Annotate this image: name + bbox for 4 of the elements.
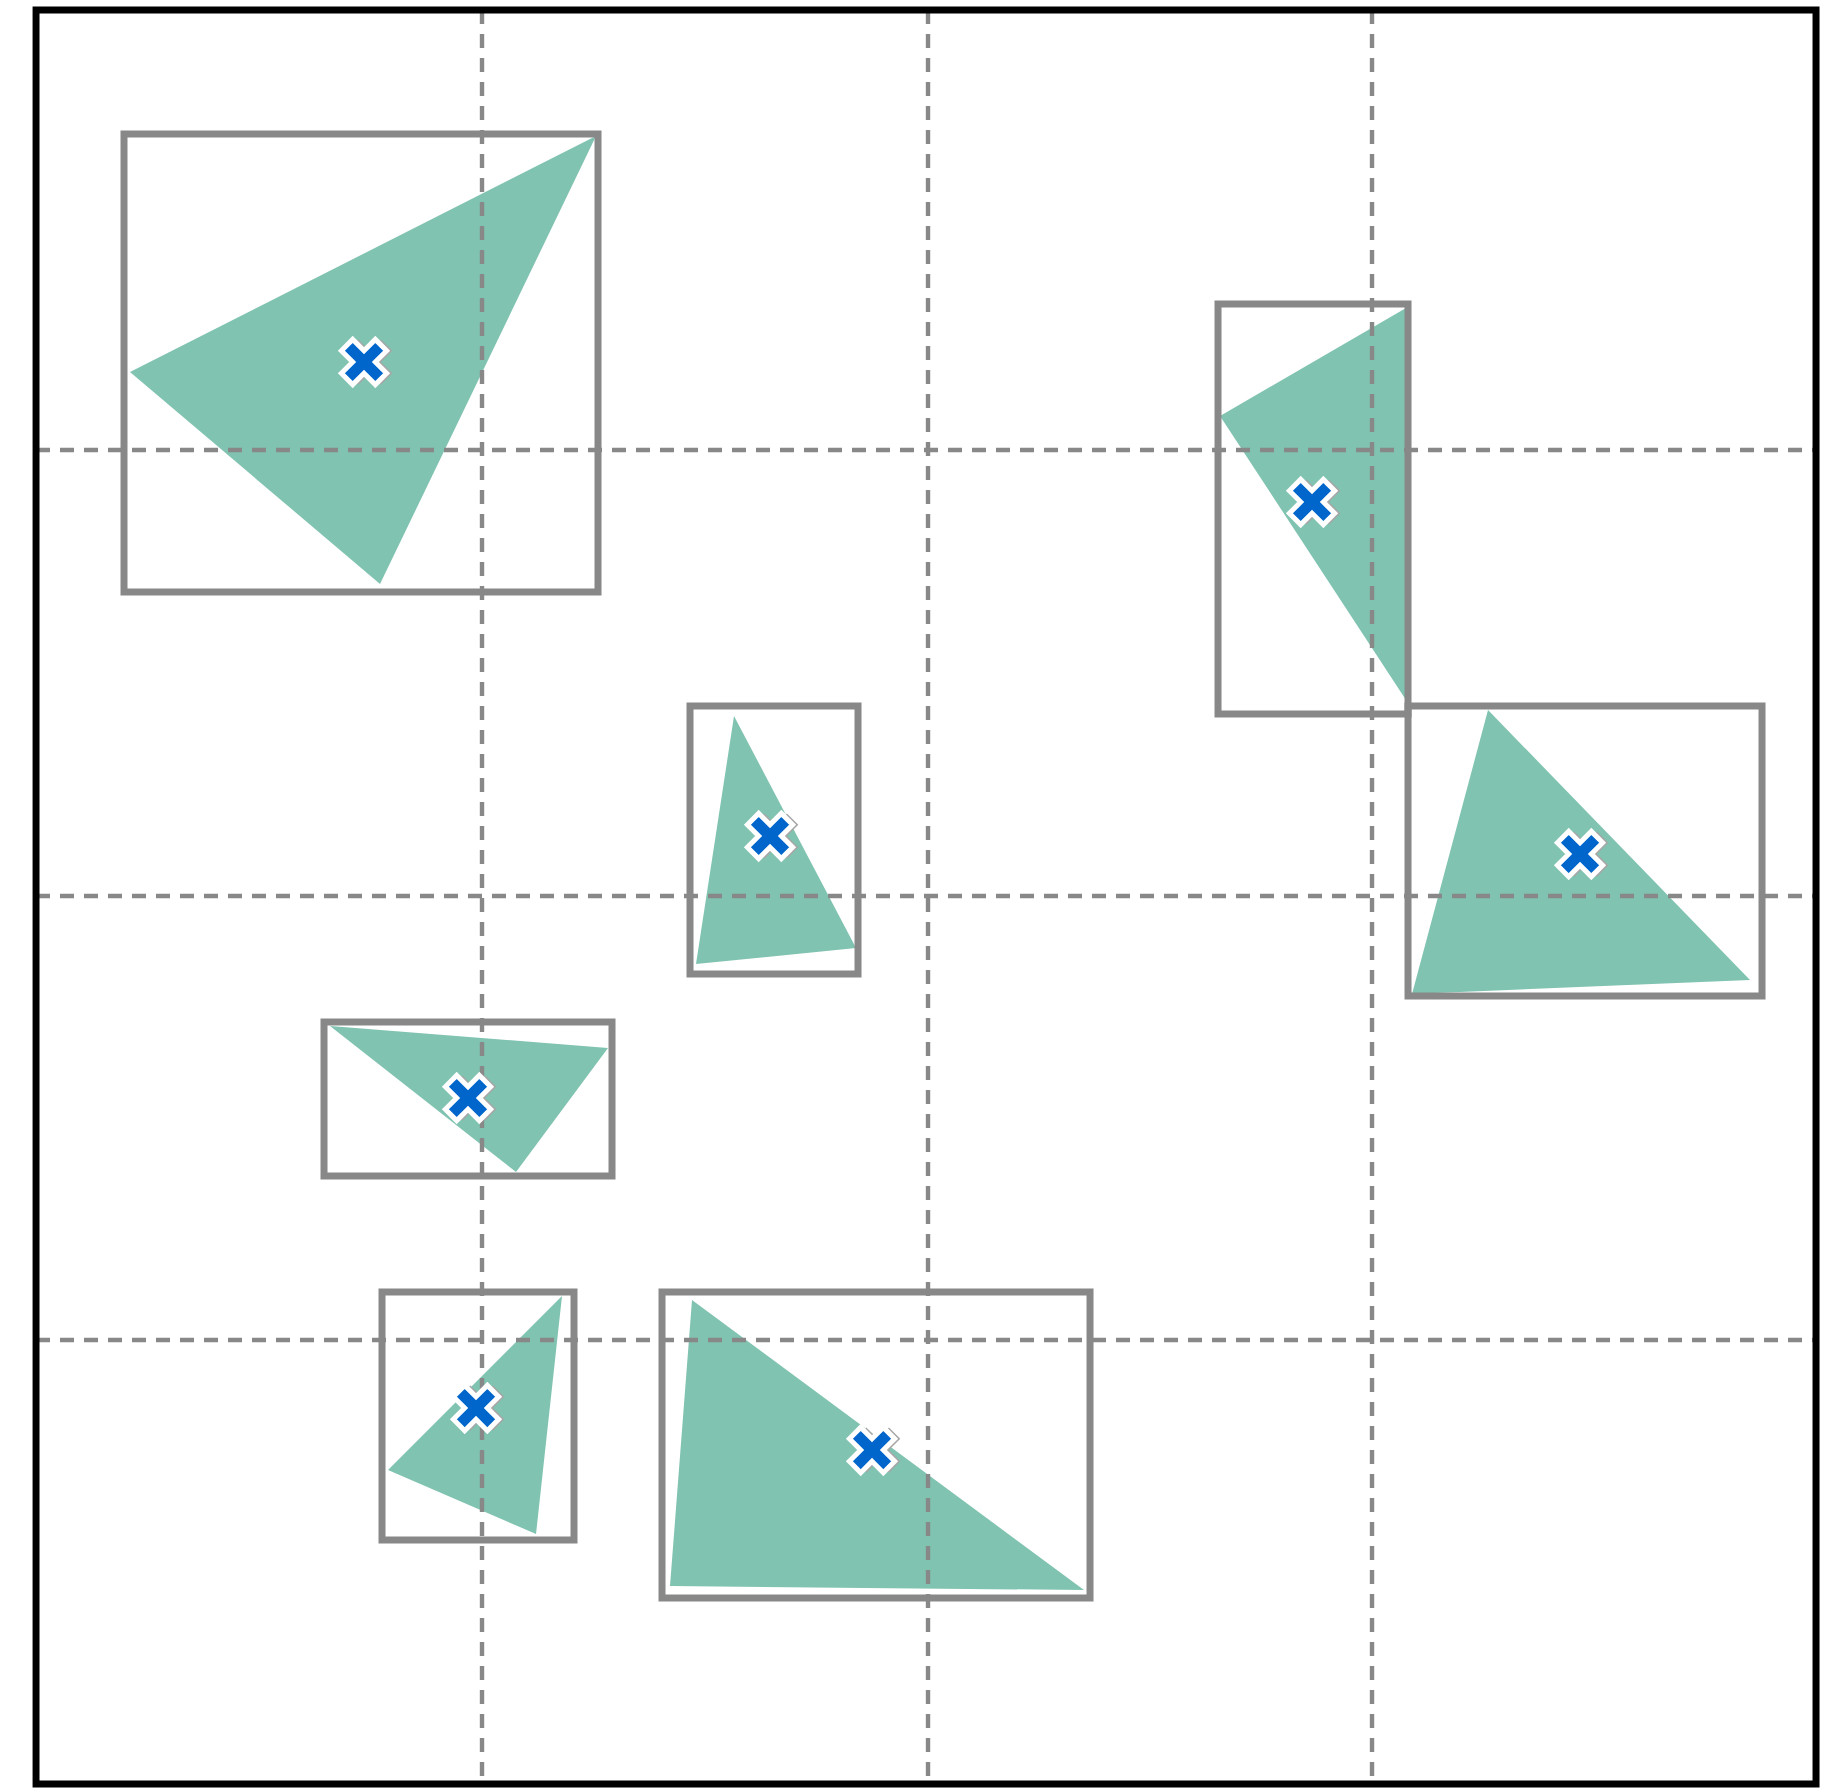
triangle — [388, 1296, 562, 1534]
triangle — [696, 716, 856, 964]
bounding-box — [378, 1288, 578, 1544]
bounding-box — [686, 702, 862, 978]
